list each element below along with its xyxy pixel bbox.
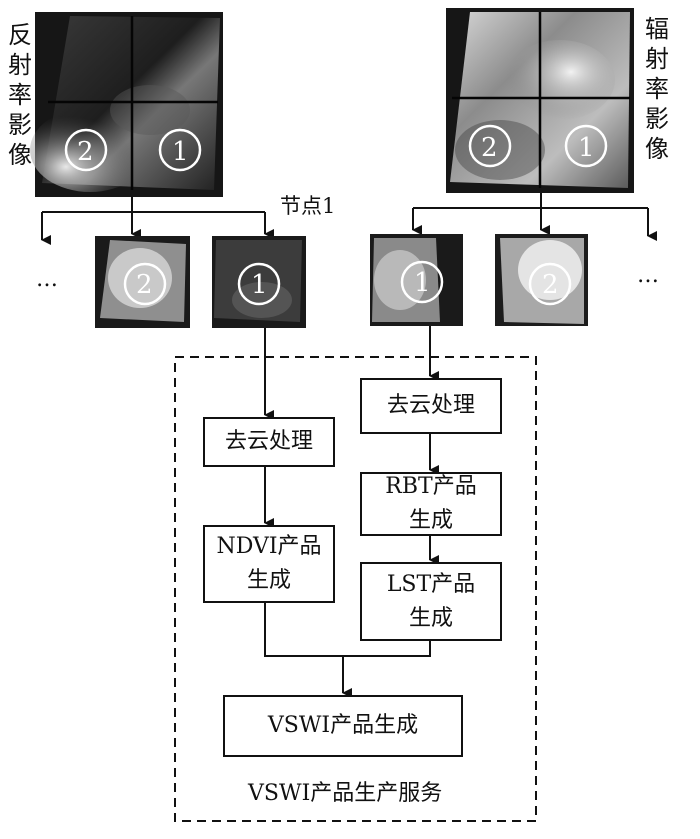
vswi-product-box: VSWI产品生成 — [223, 695, 463, 757]
tile-number-2: 2 — [77, 137, 94, 167]
subtile-right-2 — [495, 234, 588, 326]
left-split-connector — [41, 197, 274, 245]
subtile-number-1: 1 — [414, 268, 431, 298]
ellipsis-left: … — [36, 267, 58, 292]
reflectance-image — [30, 12, 223, 197]
subtile-number-2: 2 — [542, 270, 559, 300]
subtile-left-2 — [95, 236, 190, 328]
service-boundary — [174, 356, 537, 822]
tile-number-1: 1 — [172, 137, 189, 167]
radiance-image — [446, 8, 634, 193]
flow-connectors — [264, 326, 439, 698]
service-label: VSWI产品生产服务 — [248, 781, 443, 806]
reflectance-image-label: 反 射 率 影 像 — [8, 21, 32, 169]
subtile-right-1 — [370, 234, 463, 326]
node-label: 节点1 — [280, 194, 336, 218]
right-split-connector — [412, 193, 657, 241]
radiance-image-label: 辐 射 率 影 像 — [645, 15, 669, 163]
tile-number-2: 2 — [481, 133, 498, 163]
cloud-removal-box-left: 去云处理 — [203, 417, 335, 467]
tile-number-1: 1 — [578, 133, 595, 163]
ellipsis-right: … — [637, 263, 659, 288]
cloud-removal-box-right: 去云处理 — [360, 378, 502, 434]
subtile-left-1 — [212, 236, 306, 328]
ndvi-product-box: NDVI产品 生成 — [203, 525, 335, 603]
lst-product-box: LST产品 生成 — [360, 562, 502, 641]
rbt-product-box: RBT产品 生成 — [360, 472, 502, 536]
subtile-number-2: 2 — [136, 270, 153, 300]
subtile-number-1: 1 — [251, 270, 268, 300]
